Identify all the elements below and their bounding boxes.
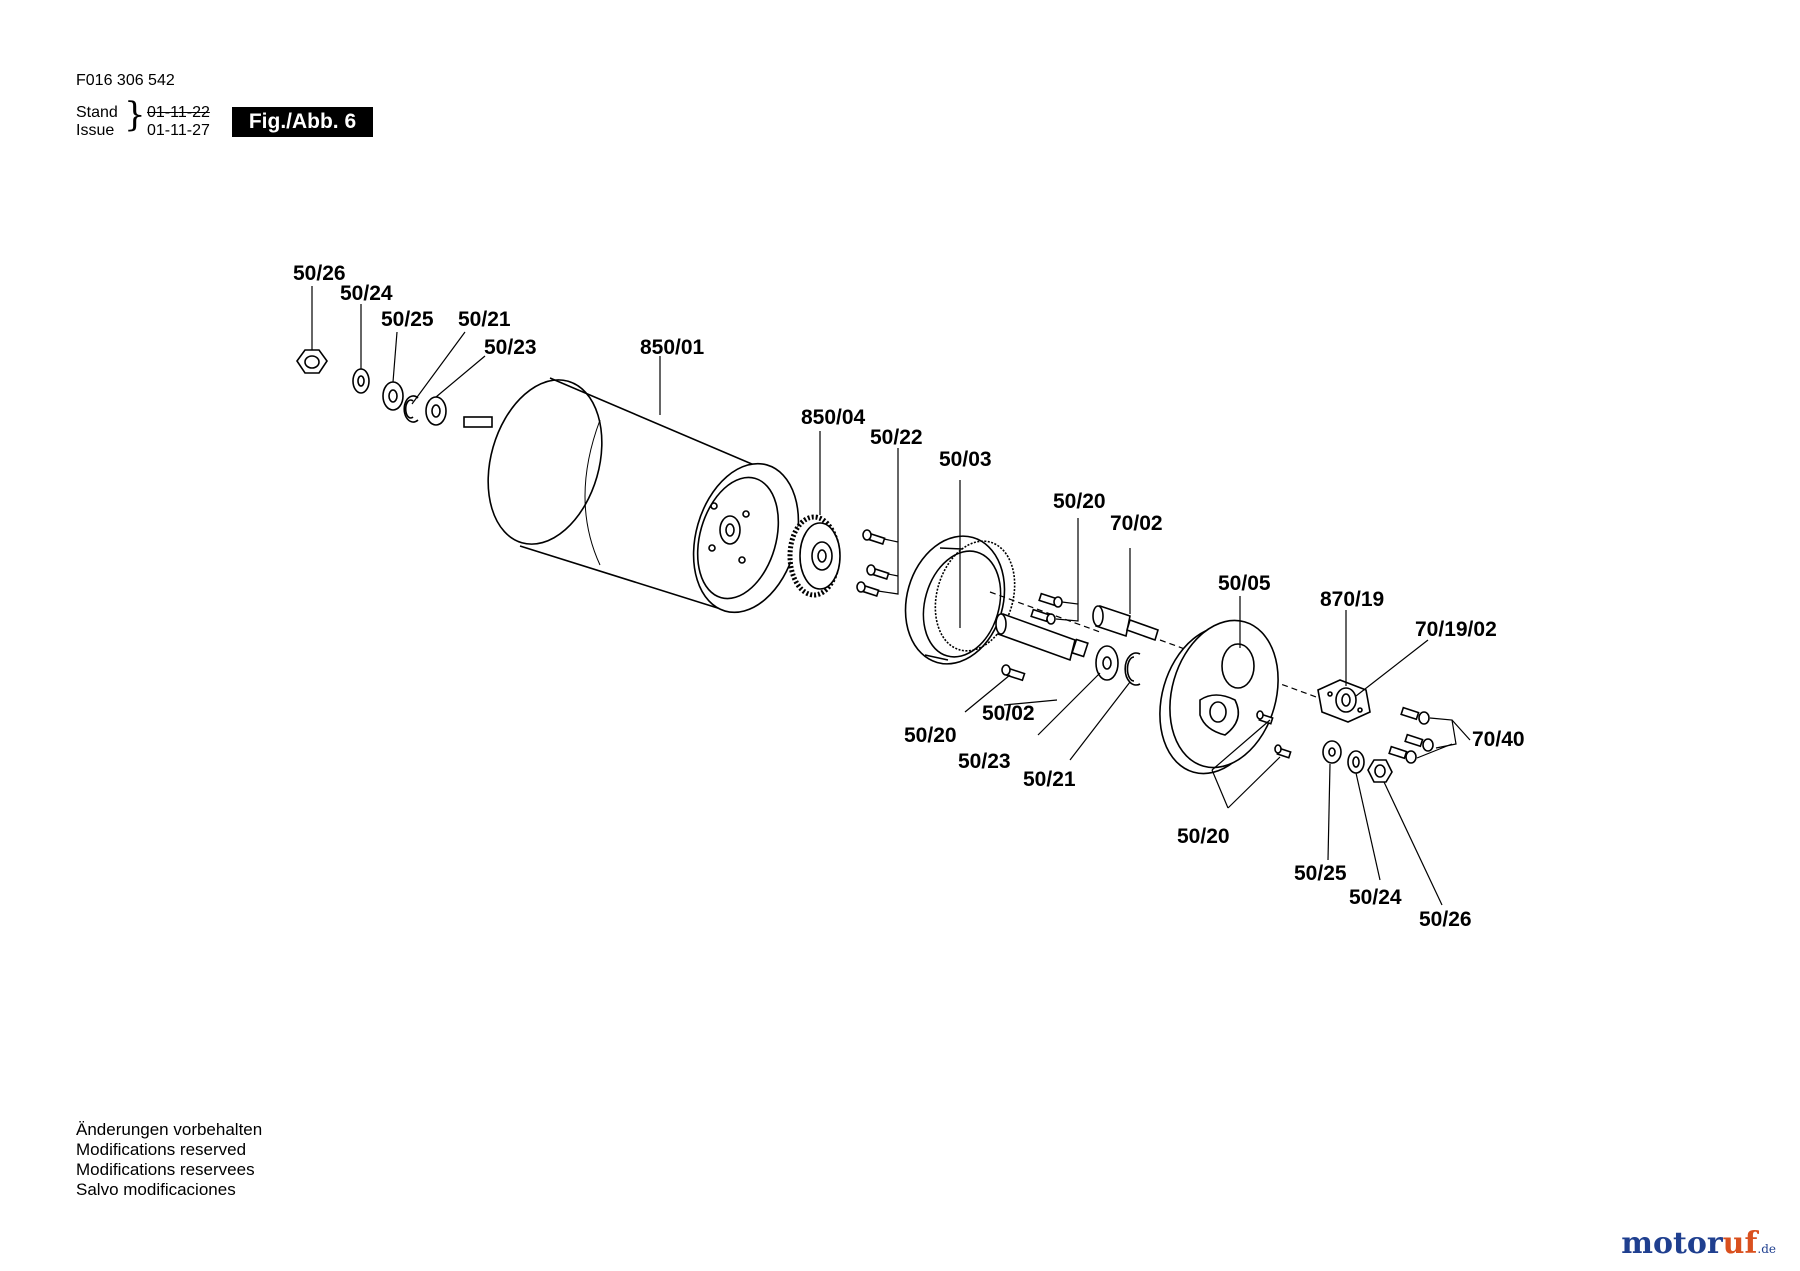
stand-date: 01-11-22 xyxy=(147,104,210,121)
issue-label: Issue xyxy=(76,122,115,139)
washer-part xyxy=(1095,645,1119,681)
part-label: 50/23 xyxy=(958,750,1011,773)
stand-label: Stand xyxy=(76,104,118,121)
spring-washer-part xyxy=(1347,750,1365,774)
part-label: 50/05 xyxy=(1218,572,1271,595)
part-label: 50/24 xyxy=(340,282,393,305)
part-label: 50/03 xyxy=(939,448,992,471)
shaft-part xyxy=(995,612,1089,662)
bracket-part xyxy=(1317,679,1371,723)
part-label: 50/20 xyxy=(1177,825,1230,848)
footer-line: Modifications reservees xyxy=(76,1160,255,1179)
screw-part xyxy=(1030,608,1056,625)
ring-gear-part xyxy=(904,535,1016,665)
part-label: 50/20 xyxy=(1053,490,1106,513)
circlip-part xyxy=(1124,652,1141,686)
screw-part xyxy=(1388,745,1417,764)
part-label: 850/01 xyxy=(640,336,705,359)
part-label: 50/25 xyxy=(381,308,434,331)
spring-washer-part xyxy=(352,368,370,394)
part-label: 50/21 xyxy=(458,308,511,331)
screw-part xyxy=(856,581,880,598)
part-label: 50/24 xyxy=(1349,886,1402,909)
part-label: 70/19/02 xyxy=(1415,618,1497,641)
motor-part xyxy=(463,377,800,614)
part-label: 50/02 xyxy=(982,702,1035,725)
part-label: 870/19 xyxy=(1320,588,1384,611)
screw-part xyxy=(1274,744,1292,759)
screw-part xyxy=(1404,733,1434,752)
part-number: F016 306 542 xyxy=(76,72,175,89)
screw-part xyxy=(1038,592,1063,608)
screw-part xyxy=(866,564,890,581)
part-label: 50/25 xyxy=(1294,862,1347,885)
nut-part xyxy=(1367,759,1393,783)
cover-plate-part xyxy=(1159,619,1279,775)
part-label: 50/26 xyxy=(1419,908,1472,931)
screw-part xyxy=(862,529,886,546)
part-label: 850/04 xyxy=(801,406,866,429)
part-label: 70/02 xyxy=(1110,512,1163,535)
circlip-part xyxy=(403,395,419,423)
gear-part xyxy=(787,514,841,598)
part-label: 50/20 xyxy=(904,724,957,747)
part-label: 50/22 xyxy=(870,426,923,449)
footer-line: Salvo modificaciones xyxy=(76,1180,236,1199)
part-label: 70/40 xyxy=(1472,728,1525,751)
watermark-logo: motoruf.de xyxy=(1621,1226,1776,1261)
part-label: 50/21 xyxy=(1023,768,1076,791)
screw-part xyxy=(1001,664,1026,682)
part-label: 50/23 xyxy=(484,336,537,359)
washer-part xyxy=(425,396,447,426)
footer-line: Modifications reserved xyxy=(76,1140,247,1159)
figure-label: Fig./Abb. 6 xyxy=(232,107,373,137)
footer-line: Änderungen vorbehalten xyxy=(76,1120,263,1139)
nut-part xyxy=(296,349,328,374)
brace-icon: } xyxy=(124,95,146,135)
washer-part xyxy=(382,381,404,411)
screw-part xyxy=(1400,706,1430,725)
pinion-part xyxy=(1092,604,1159,642)
washer-part xyxy=(1322,740,1342,764)
part-label: 50/26 xyxy=(293,262,346,285)
issue-date: 01-11-27 xyxy=(147,122,210,139)
